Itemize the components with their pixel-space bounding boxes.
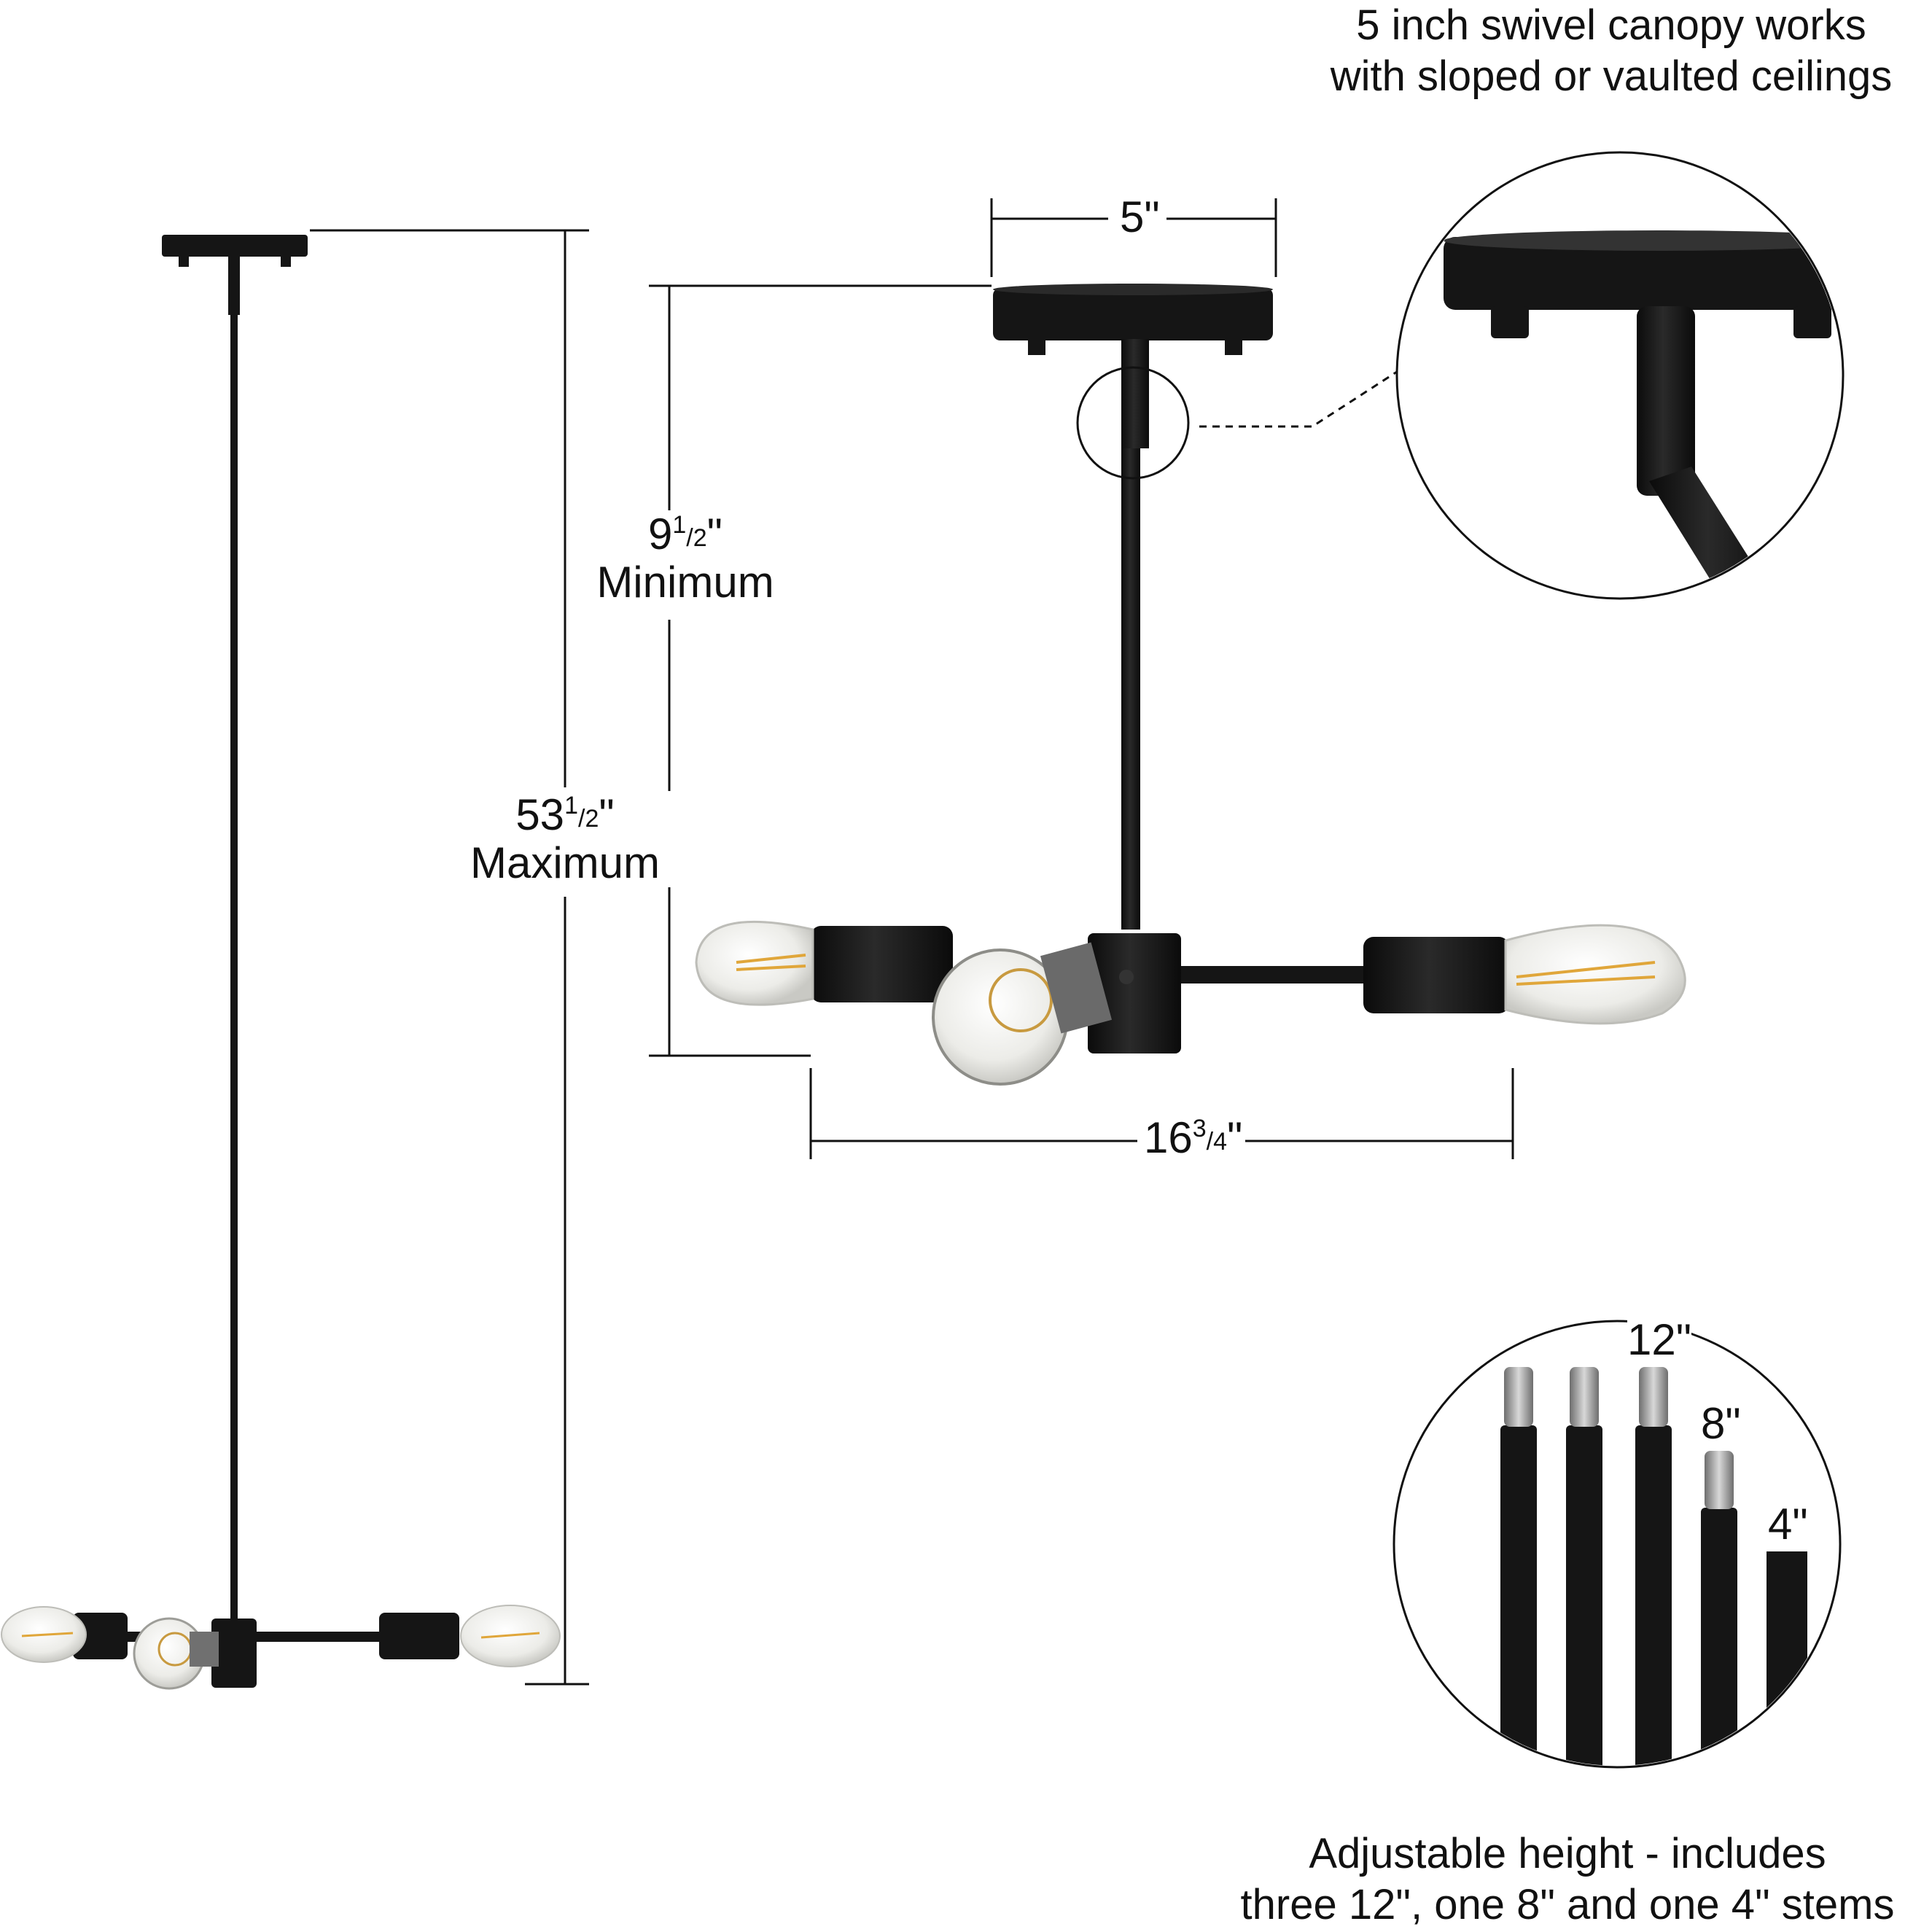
span-dimension (809, 1068, 1514, 1159)
stems-callout: Adjustable height - includes three 12", … (1210, 1828, 1925, 1930)
max-height-word: Maximum (470, 838, 660, 887)
canopy-callout-line2: with sloped or vaulted ceilings (1330, 52, 1893, 100)
stem-12-label: 12" (1627, 1315, 1692, 1364)
canopy-callout-line1: 5 inch swivel canopy works (1356, 1, 1866, 49)
max-height-whole: 53 (515, 790, 565, 839)
min-height-word: Minimum (596, 558, 774, 607)
canopy-detail-leader (1199, 370, 1398, 428)
stem-8-label: 8" (1701, 1399, 1741, 1448)
stem-12-b (1566, 1425, 1602, 1766)
canopy-closeup (1395, 151, 1845, 600)
canopy-detail-marker (1076, 366, 1190, 480)
min-height-whole: 9 (648, 510, 673, 558)
stem-4 (1767, 1551, 1807, 1766)
pendant-min-height (695, 284, 1686, 1086)
canopy-width-dimension (990, 198, 1277, 277)
center-canopy (993, 288, 1273, 340)
canopy-width-label: 5" (1115, 193, 1164, 241)
stem-4-label: 4" (1768, 1500, 1808, 1549)
stems-closeup (1392, 1320, 1842, 1769)
stems-callout-line2: three 12", one 8" and one 4" stems (1240, 1880, 1895, 1928)
center-downrod (1121, 448, 1140, 930)
span-whole: 16 (1144, 1113, 1193, 1162)
max-height-label: 531/2" Maximum (459, 791, 671, 887)
max-height-dimension (310, 229, 589, 1686)
stem-12-c (1635, 1425, 1672, 1766)
left-canopy (162, 235, 308, 257)
center-hub (1088, 933, 1181, 1053)
stems-callout-line1: Adjustable height - includes (1309, 1830, 1826, 1877)
pendant-max-height (1, 235, 561, 1690)
left-downrod (230, 313, 238, 1633)
min-height-label: 91/2" Minimum (587, 510, 784, 607)
stem-12-a (1500, 1425, 1537, 1766)
left-hub (211, 1619, 257, 1688)
stem-8 (1701, 1508, 1737, 1766)
span-label: 163/4" (1141, 1113, 1246, 1162)
canopy-callout: 5 inch swivel canopy works with sloped o… (1298, 0, 1925, 101)
